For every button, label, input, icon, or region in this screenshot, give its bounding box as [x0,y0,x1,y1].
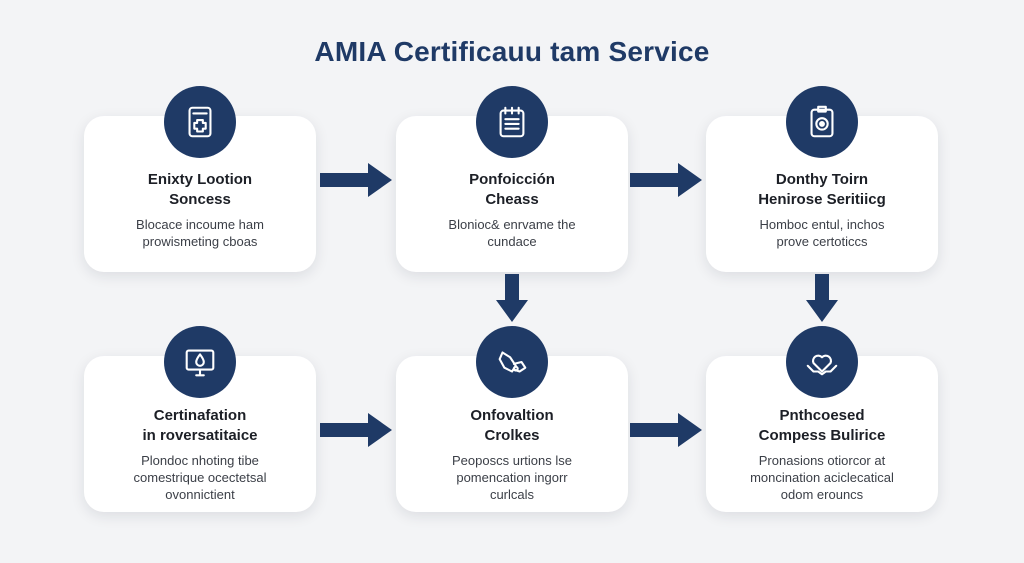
heart-hands-icon [786,326,858,398]
monitor-drop-icon [164,326,236,398]
notepad-list-icon [476,86,548,158]
handshake-icon [476,326,548,398]
document-plus-icon [164,86,236,158]
page-title: AMIA Certificauu tam Service [314,36,710,67]
arrow-right-4 [630,413,702,447]
arrow-right-3 [320,413,392,447]
badge-target-icon [786,86,858,158]
arrow-down-1 [496,274,528,322]
arrow-down-2 [806,274,838,322]
arrow-right-2 [630,163,702,197]
arrow-right-1 [320,163,392,197]
